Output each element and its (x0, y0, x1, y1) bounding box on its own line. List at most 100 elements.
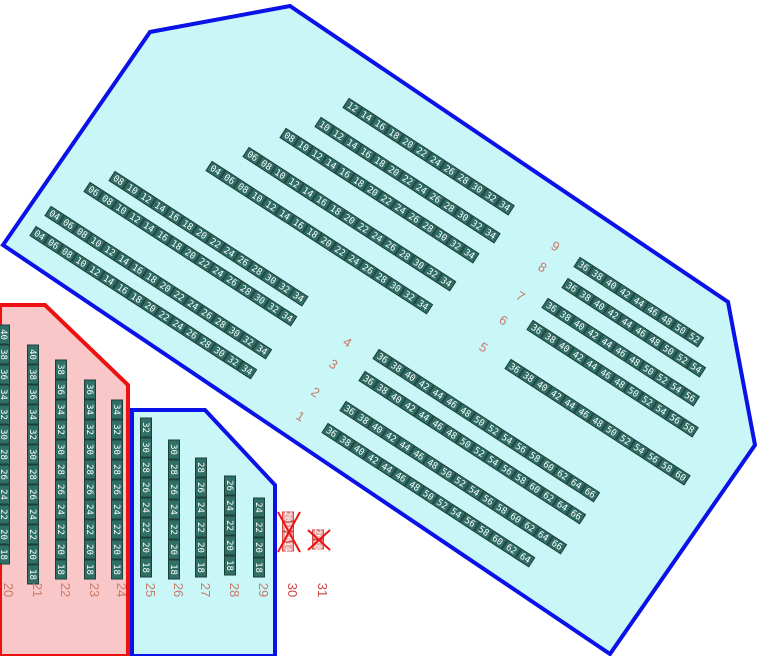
seat[interactable]: 46 (642, 301, 663, 321)
seat[interactable]: 48 (644, 331, 665, 351)
seat[interactable]: 14 (356, 106, 377, 126)
seat[interactable]: 20 (191, 224, 212, 244)
seat[interactable]: 42 (362, 449, 384, 469)
seat[interactable]: 20 (111, 539, 123, 560)
seat[interactable]: 54 (628, 439, 650, 459)
seat[interactable]: 14 (98, 270, 119, 290)
seat[interactable]: 48 (441, 424, 462, 444)
seat[interactable]: 30 (260, 269, 281, 289)
seat[interactable]: 36 (541, 297, 562, 317)
seat[interactable]: 46 (630, 322, 651, 342)
seat[interactable]: 36 (0, 364, 10, 385)
seat[interactable]: 22 (205, 233, 226, 253)
seat[interactable]: 52 (652, 369, 673, 389)
seat[interactable]: 32 (422, 263, 443, 283)
seat[interactable]: 42 (567, 346, 589, 366)
seat[interactable]: 34 (288, 287, 309, 307)
seat[interactable]: 18 (348, 172, 369, 192)
seat[interactable]: 44 (596, 333, 618, 353)
seat[interactable]: 32 (84, 419, 96, 440)
seat[interactable]: 34 (55, 399, 67, 420)
seat[interactable]: 22 (111, 519, 123, 540)
seat[interactable]: 10 (314, 116, 335, 136)
seat[interactable]: 28 (371, 268, 392, 288)
seat[interactable]: 12 (84, 261, 106, 281)
seat[interactable]: 26 (357, 259, 378, 279)
seat[interactable]: 12 (124, 208, 146, 228)
seat[interactable]: 12 (135, 188, 157, 208)
seat[interactable]: 20 (224, 535, 236, 556)
seat[interactable]: 10 (293, 136, 314, 156)
seat[interactable]: 32 (445, 235, 466, 255)
seat[interactable]: 38 (372, 379, 393, 399)
seat[interactable]: 20 (397, 133, 419, 153)
seat[interactable]: 26 (0, 464, 10, 485)
seat[interactable]: 34 (111, 399, 123, 420)
seat[interactable]: 16 (152, 226, 173, 246)
seat[interactable]: 32 (263, 298, 284, 318)
seat[interactable]: 64 (552, 496, 573, 516)
seat[interactable]: 30 (140, 437, 152, 458)
seat[interactable]: 16 (311, 191, 332, 211)
seat[interactable]: 08 (108, 170, 129, 190)
seat[interactable]: 36 (339, 400, 360, 420)
seat[interactable]: 20 (168, 539, 180, 560)
seat[interactable]: 42 (614, 283, 636, 303)
seat[interactable]: 20 (140, 537, 152, 558)
seat[interactable]: 16 (334, 163, 356, 183)
seat[interactable]: 22 (55, 519, 67, 540)
seat[interactable]: 50 (418, 485, 439, 505)
seat[interactable]: 22 (253, 517, 265, 538)
seat[interactable]: 22 (27, 524, 39, 545)
seat[interactable]: 42 (380, 427, 402, 447)
seat[interactable]: 14 (274, 205, 295, 225)
seat[interactable]: 10 (110, 199, 132, 219)
seat[interactable]: 26 (221, 271, 243, 291)
seat[interactable]: 42 (413, 375, 435, 395)
seat[interactable]: 18 (166, 235, 187, 255)
seat[interactable]: 38 (575, 286, 596, 306)
seat[interactable]: 16 (369, 115, 391, 135)
seat[interactable]: 06 (83, 181, 104, 201)
seat[interactable]: 18 (141, 268, 162, 288)
seat[interactable]: 60 (505, 508, 526, 528)
seat[interactable]: 16 (163, 206, 185, 226)
seat[interactable]: 10 (246, 187, 268, 207)
seat[interactable]: 28 (210, 313, 231, 333)
seat[interactable]: 44 (427, 384, 449, 404)
seat[interactable]: 30 (111, 439, 123, 460)
seat[interactable]: 62 (552, 465, 573, 485)
seat[interactable]: 54 (482, 451, 504, 471)
seat[interactable]: 28 (394, 245, 415, 265)
seat[interactable]: 40 (568, 315, 590, 335)
seat[interactable]: 52 (483, 420, 504, 440)
seat[interactable]: 34 (436, 272, 457, 292)
seat[interactable]: 28 (140, 457, 152, 478)
seat[interactable]: 24 (195, 497, 207, 518)
seat[interactable]: 18 (253, 557, 265, 578)
seat[interactable]: 42 (399, 397, 421, 417)
seat[interactable]: 20 (180, 244, 201, 264)
seat[interactable]: 08 (279, 127, 300, 147)
seat[interactable]: 36 (526, 319, 547, 339)
seat[interactable]: 38 (386, 357, 407, 377)
seat[interactable]: 28 (195, 457, 207, 478)
seat[interactable]: 64 (566, 474, 587, 494)
seat[interactable]: 18 (302, 223, 323, 243)
seat[interactable]: 64 (515, 548, 536, 568)
seat[interactable]: 30 (84, 439, 96, 460)
seat[interactable]: 48 (624, 351, 645, 371)
seat[interactable]: 18 (224, 555, 236, 576)
seat[interactable]: 46 (595, 364, 616, 384)
seat[interactable]: 56 (642, 448, 664, 468)
seat[interactable]: 62 (519, 517, 540, 537)
seat[interactable]: 16 (127, 259, 148, 279)
